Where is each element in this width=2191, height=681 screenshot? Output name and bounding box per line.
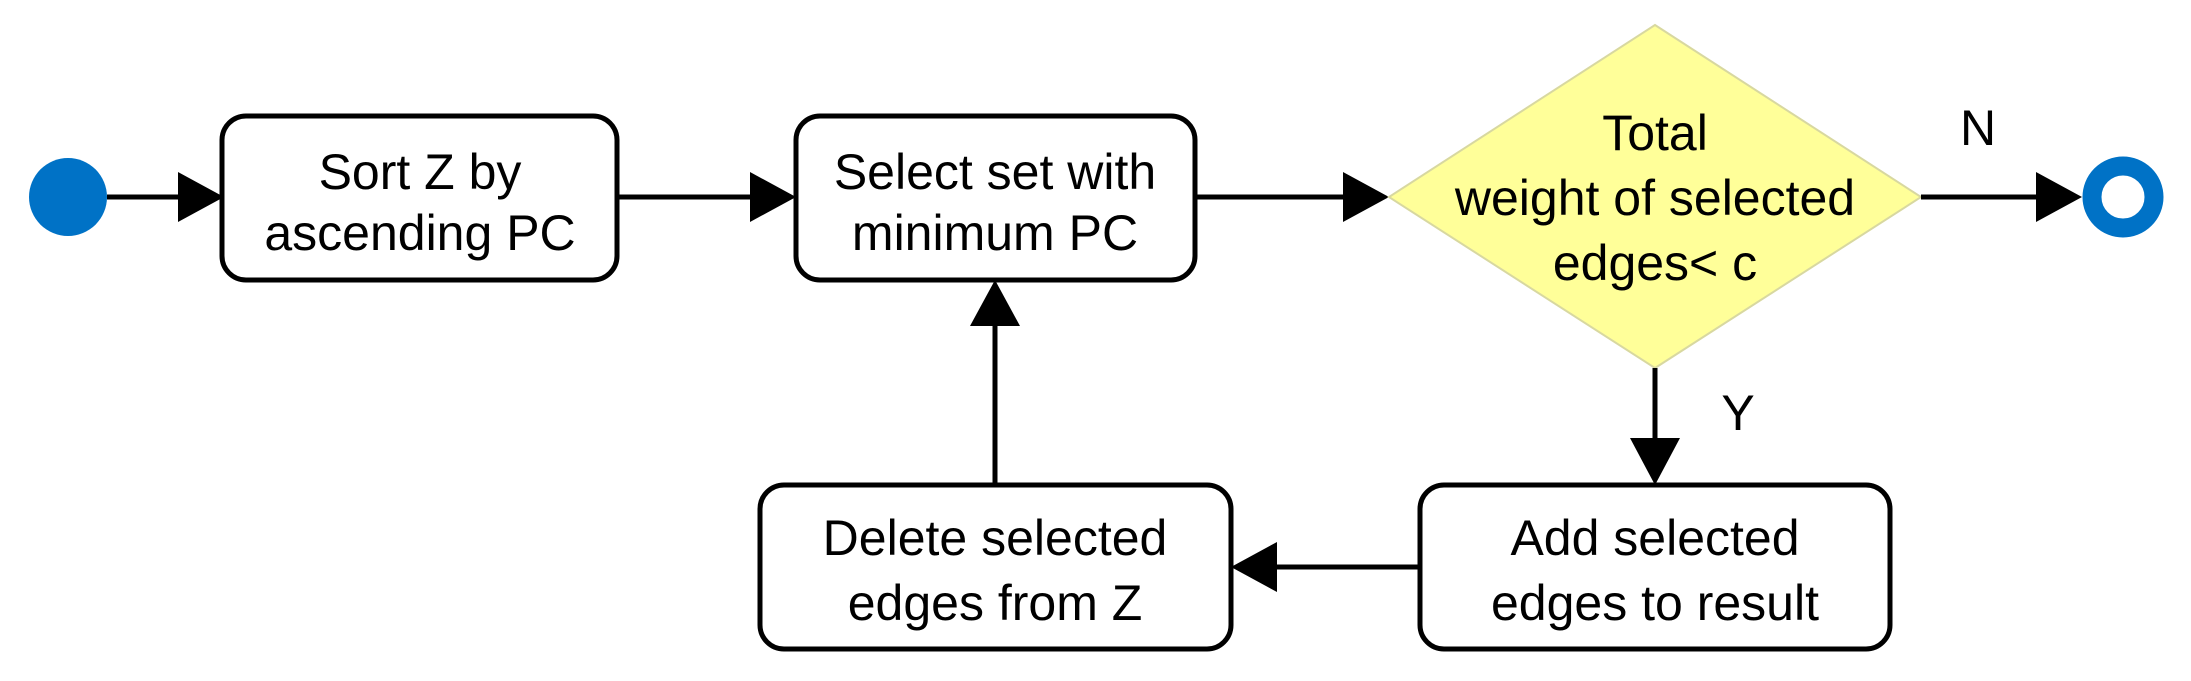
process-delete: Delete selected edges from Z bbox=[757, 482, 1234, 652]
edge-label-no: N bbox=[1960, 100, 1996, 156]
connector-delete-to-select bbox=[970, 280, 1020, 485]
process-add: Add selected edges to result bbox=[1417, 482, 1893, 652]
start-node bbox=[29, 158, 107, 236]
delete-label-line1: Delete selected bbox=[823, 510, 1168, 566]
delete-label-line2: edges from Z bbox=[848, 575, 1143, 631]
add-label-line1: Add selected bbox=[1510, 510, 1799, 566]
add-label-line2: edges to result bbox=[1491, 575, 1819, 631]
select-label-line1: Select set with bbox=[834, 144, 1156, 200]
edge-label-yes: Y bbox=[1721, 385, 1754, 441]
connector-decision-to-end bbox=[1921, 172, 2082, 222]
process-sort: Sort Z by ascending PC bbox=[219, 113, 620, 283]
select-label-line2: minimum PC bbox=[852, 205, 1138, 261]
connector-sort-to-select bbox=[617, 172, 796, 222]
connector-decision-to-add bbox=[1630, 368, 1680, 485]
decision-label-line2: weight of selected bbox=[1454, 170, 1855, 226]
decision-weight-check: Total weight of selected edges< c bbox=[1387, 23, 1923, 370]
connector-select-to-decision bbox=[1195, 172, 1389, 222]
process-select: Select set with minimum PC bbox=[793, 113, 1198, 283]
sort-label-line2: ascending PC bbox=[264, 205, 575, 261]
connector-add-to-delete bbox=[1231, 542, 1420, 592]
end-node bbox=[2082, 156, 2164, 238]
connector-start-to-sort bbox=[107, 172, 224, 222]
decision-label-line1: Total bbox=[1602, 105, 1708, 161]
decision-label-line3: edges< c bbox=[1553, 235, 1757, 291]
sort-label-line1: Sort Z by bbox=[319, 144, 522, 200]
